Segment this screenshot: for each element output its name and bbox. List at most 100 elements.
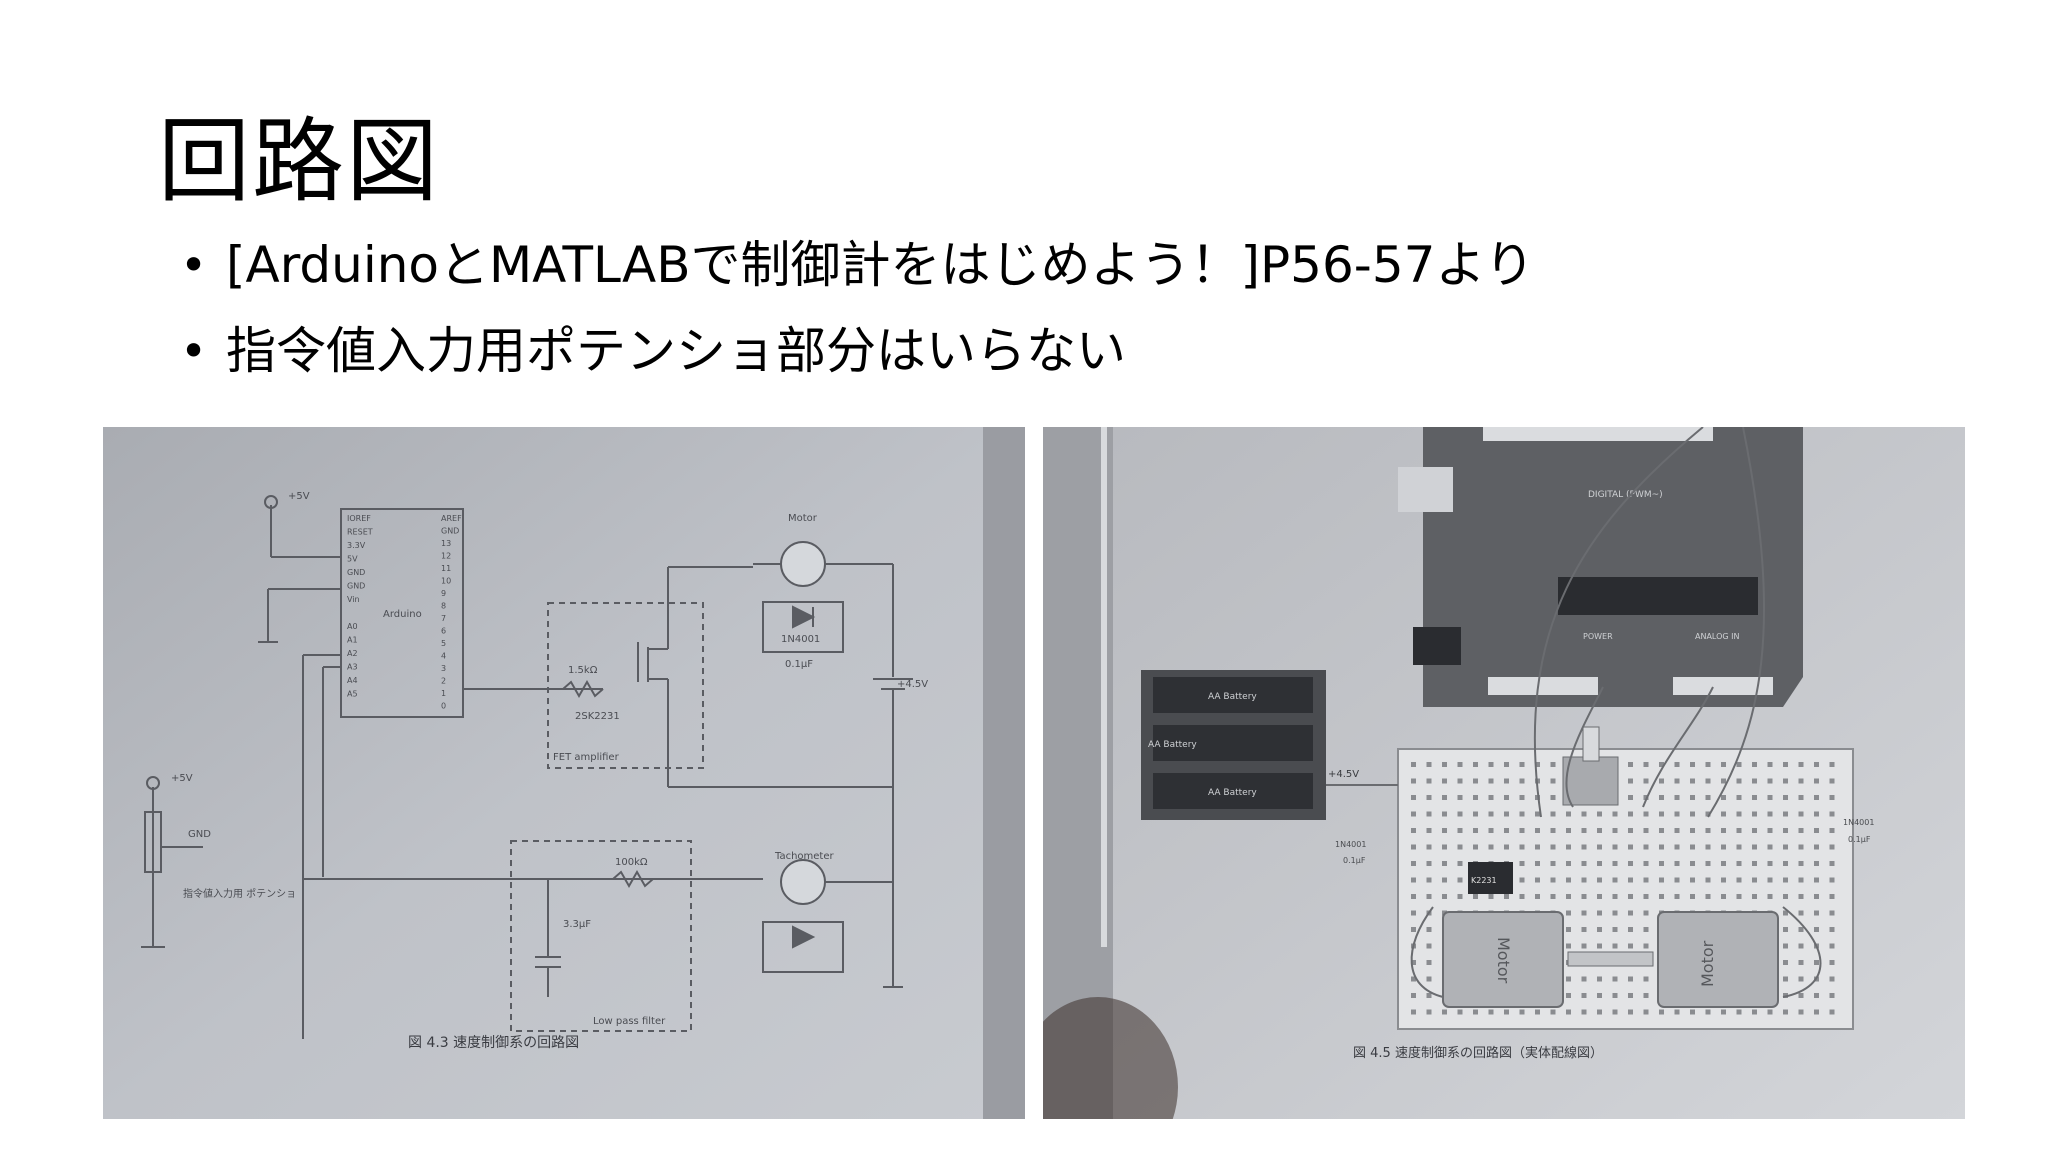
breadboard-hole xyxy=(1829,910,1835,916)
breadboard-hole xyxy=(1612,894,1618,899)
breadboard-hole xyxy=(1736,861,1742,866)
breadboard-hole xyxy=(1612,861,1618,866)
breadboard-hole xyxy=(1643,943,1649,949)
arduino-pin-right: 1 xyxy=(441,689,446,698)
breadboard-hole xyxy=(1767,861,1773,866)
arduino-label: Arduino xyxy=(383,609,422,620)
breadboard-hole xyxy=(1426,993,1432,998)
breadboard-hole xyxy=(1783,778,1788,784)
breadboard-hole xyxy=(1442,877,1447,883)
breadboard-hole xyxy=(1519,828,1525,833)
bullet-item: •指令値入力用ポテンショ部分はいらない xyxy=(180,314,1534,400)
breadboard-hole xyxy=(1767,1009,1773,1015)
breadboard-hole xyxy=(1674,844,1680,850)
breadboard-hole xyxy=(1504,762,1509,767)
breadboard-hole xyxy=(1690,795,1695,800)
breadboard-hole xyxy=(1736,1009,1742,1015)
breadboard-hole xyxy=(1659,828,1664,833)
breadboard-hole xyxy=(1752,828,1757,833)
breadboard-hole xyxy=(1814,844,1819,850)
breadboard-hole xyxy=(1752,844,1757,850)
breadboard-hole xyxy=(1783,894,1788,899)
breadboard-hole xyxy=(1519,861,1525,866)
breadboard-hole xyxy=(1736,828,1742,833)
breadboard-hole xyxy=(1829,762,1835,767)
breadboard-hole xyxy=(1488,894,1494,899)
breadboard-hole xyxy=(1690,828,1695,833)
breadboard-hole xyxy=(1829,844,1835,850)
breadboard-hole xyxy=(1581,811,1587,817)
breadboard-hole xyxy=(1767,778,1773,784)
breadboard-hole xyxy=(1643,927,1649,932)
breadboard-hole xyxy=(1798,894,1804,899)
breadboard-hole xyxy=(1597,861,1602,866)
breadboard-hole xyxy=(1581,993,1587,998)
breadboard-hole xyxy=(1442,861,1447,866)
breadboard-hole xyxy=(1767,894,1773,899)
breadboard-hole xyxy=(1829,976,1835,982)
diode-label: 1N4001 xyxy=(781,634,820,645)
breadboard-hole xyxy=(1442,778,1447,784)
breadboard-hole xyxy=(1566,943,1571,949)
breadboard-hole xyxy=(1705,811,1711,817)
breadboard-hole xyxy=(1814,795,1819,800)
battery-1-label: AA Battery xyxy=(1208,692,1257,702)
breadboard-hole xyxy=(1473,844,1478,850)
breadboard-hole xyxy=(1721,778,1726,784)
breadboard-hole xyxy=(1442,811,1447,817)
breadboard-hole xyxy=(1767,828,1773,833)
breadboard-hole xyxy=(1690,762,1695,767)
breadboard-hole xyxy=(1674,762,1680,767)
battery-3-label: AA Battery xyxy=(1208,788,1257,798)
breadboard-hole xyxy=(1535,894,1540,899)
breadboard-hole xyxy=(1612,976,1618,982)
breadboard-hole xyxy=(1643,778,1649,784)
breadboard-hole xyxy=(1814,910,1819,916)
breadboard-hole xyxy=(1612,910,1618,916)
motor-1-label: Motor xyxy=(1494,937,1513,984)
breadboard-hole xyxy=(1643,762,1649,767)
breadboard-hole xyxy=(1426,811,1432,817)
breadboard-hole xyxy=(1628,943,1633,949)
breadboard-hole xyxy=(1597,910,1602,916)
breadboard-hole xyxy=(1488,1009,1494,1015)
arduino-pin-left: 3.3V xyxy=(347,541,366,550)
breadboard-hole xyxy=(1690,1009,1695,1015)
arduino-pin-left: Vin xyxy=(347,595,360,604)
breadboard-hole xyxy=(1535,877,1540,883)
breadboard-hole xyxy=(1488,828,1494,833)
breadboard-hole xyxy=(1473,762,1478,767)
arduino-pin-left: RESET xyxy=(347,528,373,537)
breadboard-hole xyxy=(1488,795,1494,800)
arduino-pin-right: 10 xyxy=(441,577,451,586)
arduino-pin-right: 6 xyxy=(441,627,446,636)
breadboard-hole xyxy=(1581,877,1587,883)
breadboard-hole xyxy=(1519,762,1525,767)
breadboard-hole xyxy=(1829,861,1835,866)
breadboard-hole xyxy=(1721,1009,1726,1015)
breadboard-hole xyxy=(1829,894,1835,899)
supply-label: +4.5V xyxy=(897,679,928,690)
breadboard-hole xyxy=(1814,927,1819,932)
bullet-item: •[ArduinoとMATLABで制御計をはじめよう！]P56-57より xyxy=(180,228,1534,314)
arduino-pin-right: 12 xyxy=(441,552,451,561)
breadboard-hole xyxy=(1457,811,1463,817)
breadboard-hole xyxy=(1721,795,1726,800)
breadboard-hole xyxy=(1550,1009,1556,1015)
breadboard-hole xyxy=(1674,861,1680,866)
breadboard-hole xyxy=(1411,894,1416,899)
breadboard-hole xyxy=(1767,811,1773,817)
breadboard-hole xyxy=(1798,795,1804,800)
breadboard-hole xyxy=(1457,861,1463,866)
breadboard-hole xyxy=(1659,762,1664,767)
breadboard-hole xyxy=(1628,976,1633,982)
breadboard-hole xyxy=(1411,828,1416,833)
bullet-icon: • xyxy=(180,324,208,378)
breadboard-hole xyxy=(1783,828,1788,833)
breadboard-hole xyxy=(1705,877,1711,883)
breadboard-hole xyxy=(1442,762,1447,767)
breadboard-hole xyxy=(1519,844,1525,850)
breadboard-hole xyxy=(1783,877,1788,883)
breadboard-hole xyxy=(1411,960,1416,965)
breadboard-hole xyxy=(1829,927,1835,932)
